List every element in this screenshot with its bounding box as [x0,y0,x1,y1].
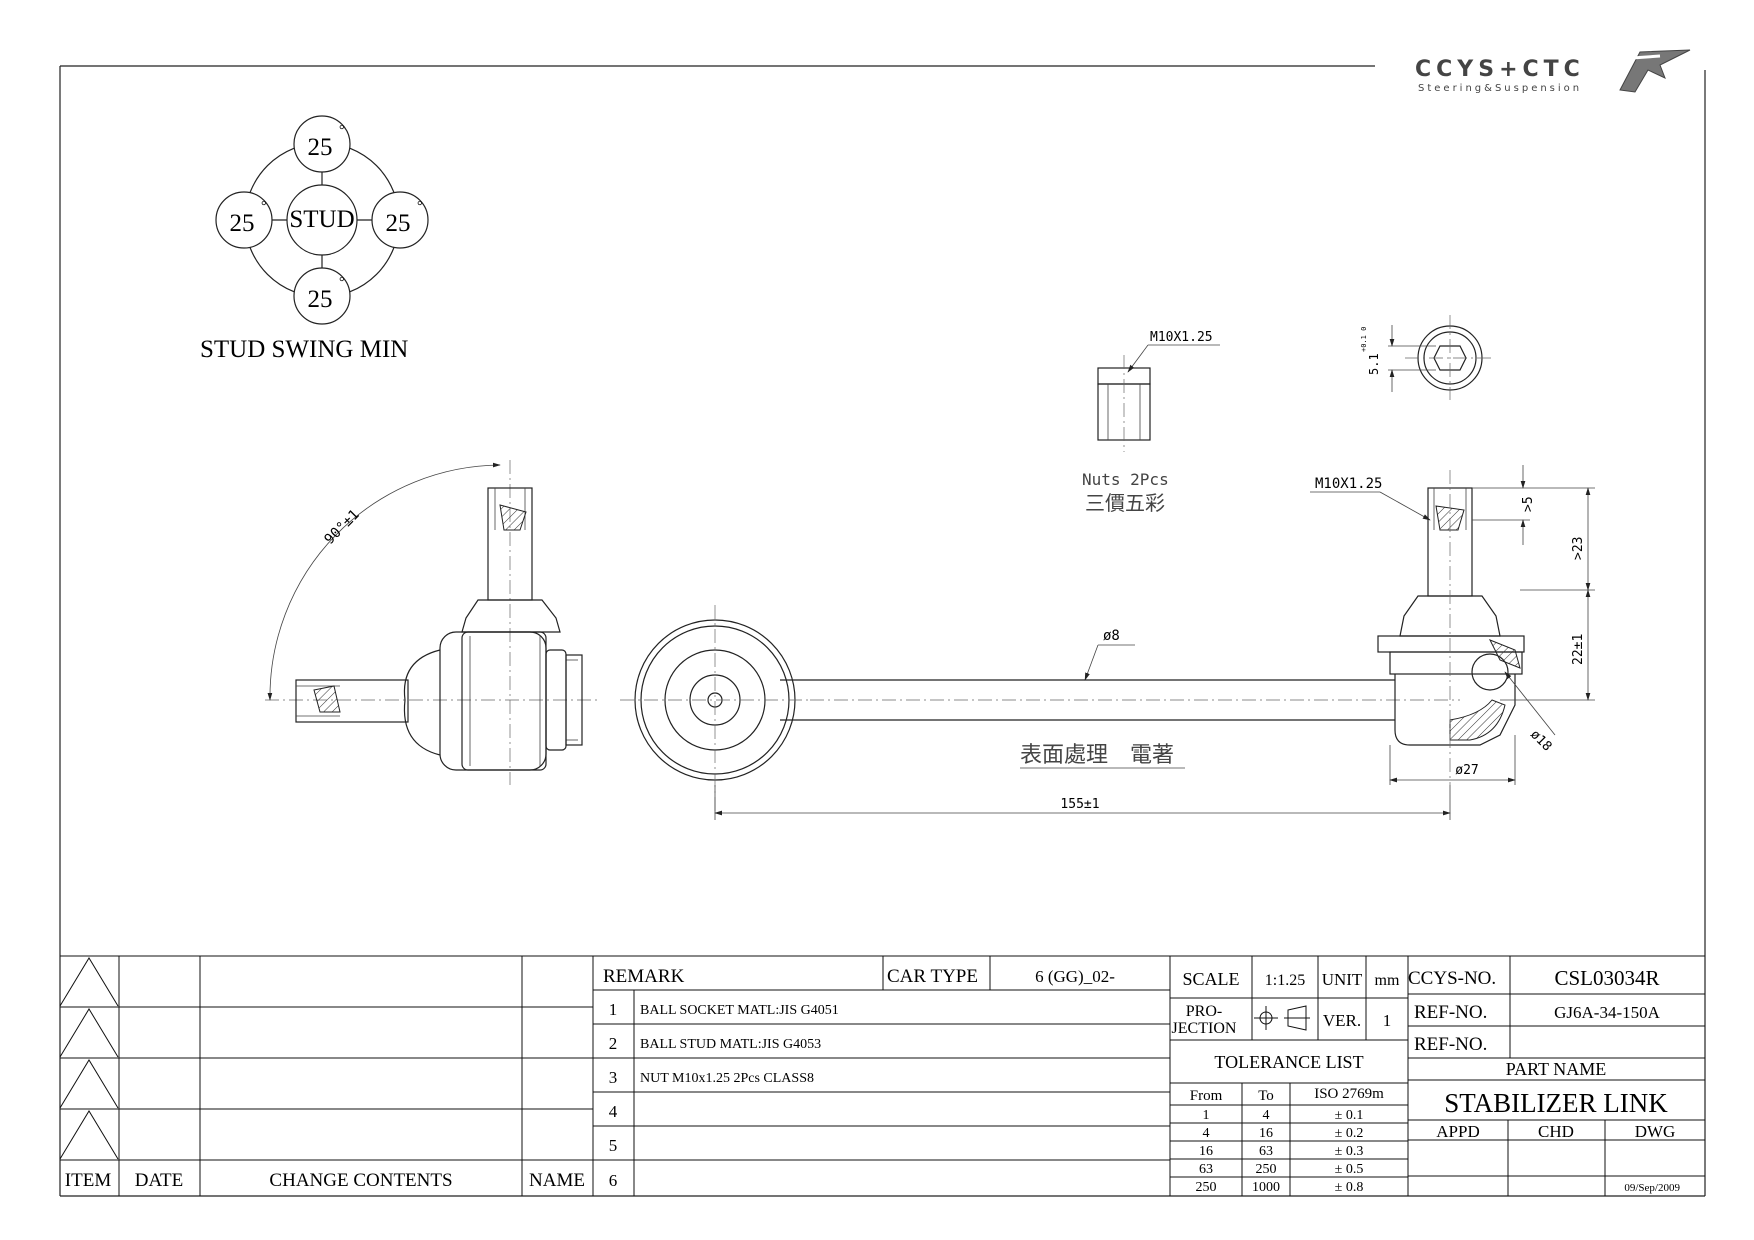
degree-top: ° [339,123,345,138]
remark-no-2: 2 [609,1034,618,1053]
rev-header-item: ITEM [65,1170,112,1191]
rev-header-change: CHANGE CONTENTS [269,1170,452,1191]
remark-text-2: BALL STUD MATL:JIS G4053 [640,1037,821,1052]
logo-brand: CCYS+CTC [1415,57,1585,82]
remark-no-3: 3 [609,1068,618,1087]
ref-no-label-1: REF-NO. [1414,1002,1487,1023]
dwg-label: DWG [1635,1122,1676,1141]
ccys-no-label: CCYS-NO. [1408,968,1496,989]
dim-18: ø18 [1527,727,1554,754]
end-view: 5.1 +0.1 0 [1360,315,1495,400]
part-name-label: PART NAME [1506,1059,1606,1079]
unit-value: mm [1375,972,1400,989]
remark-label: REMARK [603,966,685,987]
dim-angle: 90°±1 [322,507,363,548]
car-type-label: CAR TYPE [887,966,978,987]
version-label: VER. [1323,1011,1361,1030]
tol-val-5: ± 0.8 [1335,1180,1364,1195]
nut-note-cn: 三價五彩 [1085,491,1165,515]
dim-length: 155±1 [1060,797,1099,812]
swing-angle-right: 25 [386,210,411,237]
dim-27: ø27 [1455,763,1478,778]
tol-from-3: 16 [1199,1144,1213,1159]
tol-val-2: ± 0.2 [1335,1126,1364,1141]
dim-gt23: >23 [1571,537,1586,560]
nut-thread-dim: M10X1.25 [1150,330,1213,345]
swing-angle-bottom: 25 [308,286,333,313]
swing-angle-left: 25 [230,210,255,237]
tol-from-4: 63 [1199,1162,1213,1177]
surface-note: 表面處理 電著 [1020,743,1174,768]
projection-label-1: PRO- [1186,1003,1222,1020]
tol-val-3: ± 0.3 [1335,1144,1364,1159]
scale-label: SCALE [1182,969,1239,989]
remark-no-6: 6 [609,1171,618,1190]
remark-text-3: NUT M10x1.25 2Pcs CLASS8 [640,1071,814,1086]
stud-label: STUD [289,206,354,233]
tol-val-4: ± 0.5 [1335,1162,1364,1177]
tol-header-iso: ISO 2769m [1314,1086,1384,1102]
tol-to-1: 4 [1263,1108,1270,1123]
chd-label: CHD [1538,1122,1574,1141]
tol-to-2: 16 [1259,1126,1273,1141]
ccys-no-value: CSL03034R [1554,966,1659,990]
part-name-value: STABILIZER LINK [1444,1088,1668,1118]
dim-22: 22±1 [1571,634,1586,665]
tol-val-1: ± 0.1 [1335,1108,1364,1123]
brand-logo: CCYS+CTC Steering&Suspension [1415,49,1691,94]
remark-text-1: BALL SOCKET MATL:JIS G4051 [640,1003,839,1018]
version-value: 1 [1383,1011,1392,1030]
car-type-value: 6 (GG)_02- [1035,967,1115,986]
remark-no-4: 4 [609,1102,618,1121]
scale-value: 1:1.25 [1265,972,1305,989]
logo-mark-icon [1619,49,1691,93]
dim-rod-dia: ø8 [1103,628,1120,644]
degree-right: ° [417,199,423,214]
tol-to-3: 63 [1259,1144,1273,1159]
dim-gt5: >5 [1521,496,1536,512]
stud-swing-caption: STUD SWING MIN [200,336,408,363]
stud-swing-diagram: STUD 25 25 25 25 ° ° ° ° STUD SWING MIN [200,115,429,363]
dim-hex: 5.1 [1367,353,1381,375]
title-block: ITEM DATE CHANGE CONTENTS NAME REMARK CA… [59,955,1705,1196]
nut-view: M10X1.25 Nuts 2Pcs 三價五彩 [1082,330,1220,515]
ref-no-label-2: REF-NO. [1414,1034,1487,1055]
remark-no-5: 5 [609,1136,618,1155]
unit-label: UNIT [1322,970,1363,989]
side-view: 90°±1 [265,460,600,785]
tol-to-5: 1000 [1252,1180,1280,1195]
degree-left: ° [261,199,267,214]
swing-angle-top: 25 [308,134,333,161]
degree-bottom: ° [339,275,345,290]
projection-label-2: JECTION [1172,1020,1237,1037]
dim-hex-tol: +0.1 0 [1360,327,1368,352]
sheet-border [59,65,1706,1197]
rev-header-name: NAME [529,1170,585,1191]
tolerance-title: TOLERANCE LIST [1214,1052,1363,1072]
tol-header-to: To [1258,1088,1274,1104]
remark-no-1: 1 [609,1000,618,1019]
logo-tagline: Steering&Suspension [1418,83,1582,94]
dim-stud-thread: M10X1.25 [1315,476,1382,492]
nut-note: Nuts 2Pcs [1082,470,1169,489]
tol-header-from: From [1190,1088,1223,1104]
tol-to-4: 250 [1256,1162,1277,1177]
projection-symbol-icon [1254,1005,1310,1031]
ref-no-value-1: GJ6A-34-150A [1554,1003,1660,1022]
tol-from-5: 250 [1196,1180,1217,1195]
appd-label: APPD [1436,1122,1479,1141]
front-view: ø8 M10X1.25 >5 >23 22±1 ø18 ø27 155±1 表面… [620,465,1595,820]
tol-from-2: 4 [1203,1126,1210,1141]
rev-header-date: DATE [135,1170,184,1191]
drawing-date: 09/Sep/2009 [1624,1182,1680,1194]
tol-from-1: 1 [1203,1108,1210,1123]
